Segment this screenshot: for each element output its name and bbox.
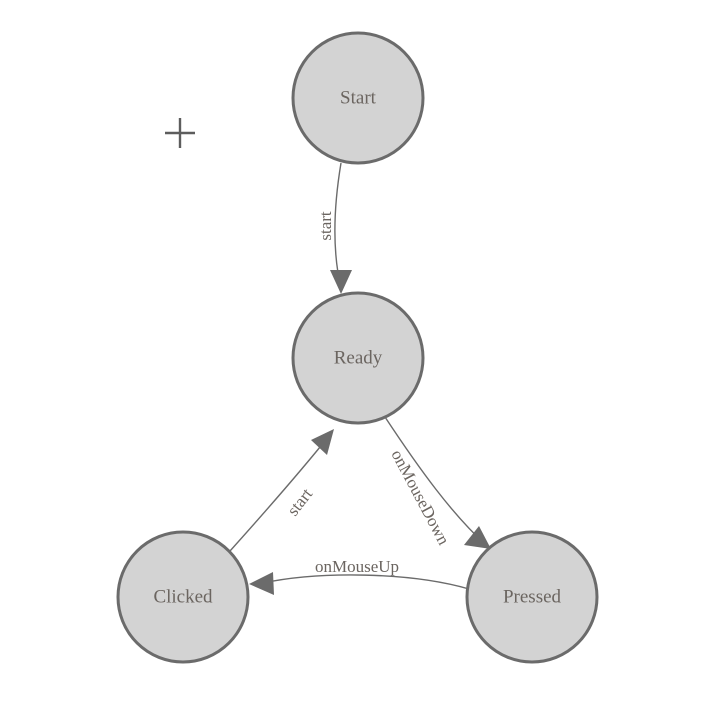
- node-circle-clicked[interactable]: [116, 530, 250, 664]
- node-pressed[interactable]: Pressed: [465, 530, 599, 664]
- node-label-start: Start: [340, 87, 377, 108]
- arrowhead-into-pressed: [464, 526, 491, 549]
- node-label-clicked: Clicked: [153, 586, 213, 607]
- edge-path-clicked-to-ready: [229, 435, 330, 552]
- node-ready[interactable]: Ready: [291, 291, 425, 425]
- node-clicked[interactable]: Clicked: [116, 530, 250, 664]
- arrowhead-into-clicked: [249, 572, 274, 595]
- edge-clicked-to-ready[interactable]: start: [229, 429, 334, 552]
- edge-label-pressed-to-clicked: onMouseUp: [315, 557, 399, 576]
- edge-label-ready-to-pressed: onMouseDown: [387, 447, 453, 549]
- arrowhead-into-ready-from-start: [330, 270, 352, 294]
- edge-label-start-to-ready: start: [316, 211, 335, 241]
- edge-pressed-to-clicked[interactable]: onMouseUp: [249, 557, 470, 595]
- node-label-ready: Ready: [334, 347, 383, 368]
- node-circle-ready[interactable]: [291, 291, 425, 425]
- node-label-pressed: Pressed: [503, 586, 562, 607]
- crosshair-icon: [165, 118, 195, 148]
- node-circle-start[interactable]: [291, 31, 425, 165]
- edge-path-pressed-to-clicked: [262, 574, 470, 590]
- edge-path-start-to-ready: [334, 162, 342, 289]
- node-start[interactable]: Start: [291, 31, 425, 165]
- node-circle-pressed[interactable]: [465, 530, 599, 664]
- edge-ready-to-pressed[interactable]: onMouseDown: [384, 416, 491, 549]
- arrowhead-into-ready-from-clicked: [311, 429, 334, 455]
- edge-start-to-ready[interactable]: start: [316, 162, 352, 294]
- edge-label-clicked-to-ready: start: [283, 484, 316, 519]
